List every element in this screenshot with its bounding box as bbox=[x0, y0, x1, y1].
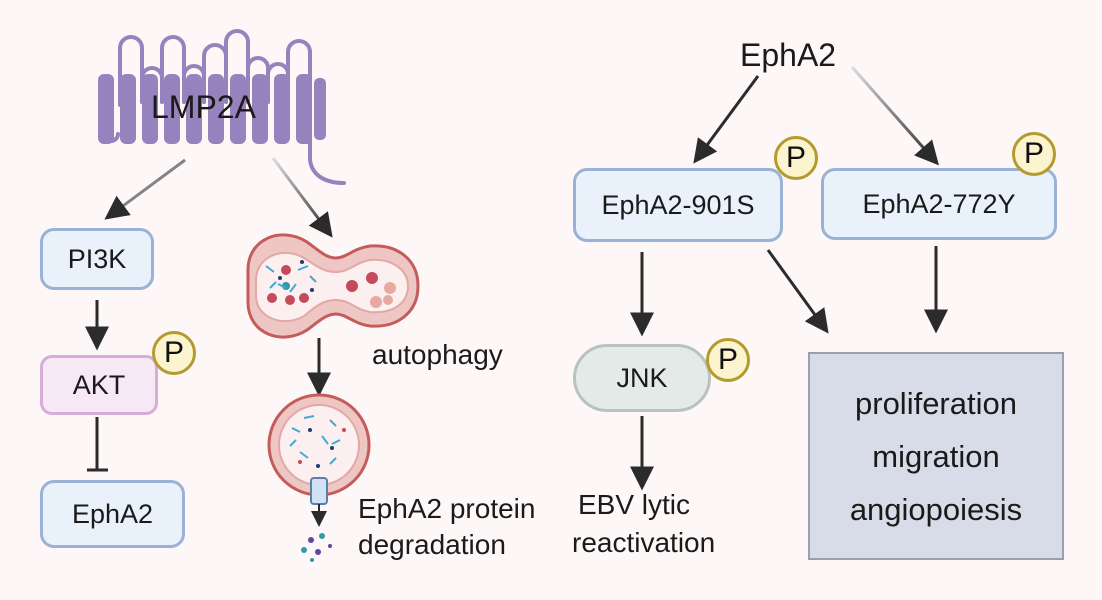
arrow-epha2-to-901s bbox=[693, 75, 760, 164]
autophagy-label: autophagy bbox=[372, 339, 503, 370]
lmp2a-helices bbox=[98, 74, 326, 144]
lmp2a-membrane-protein-icon bbox=[102, 29, 346, 185]
epha2-772y-phospho-badge: P bbox=[1012, 132, 1056, 176]
epha2-901s-phospho-badge: P bbox=[774, 136, 818, 180]
arrow-epha2-to-772y bbox=[850, 66, 939, 166]
epha2-left-node: EphA2 bbox=[40, 480, 185, 548]
ebv-line2: reactivation bbox=[572, 527, 716, 558]
epha2-901s-node: EphA2-901S bbox=[573, 168, 783, 242]
akt-label: AKT bbox=[72, 369, 126, 400]
outcome-box: proliferation migration angiopoiesis bbox=[808, 352, 1064, 560]
arrow-lmp2a-to-pi3k bbox=[104, 158, 186, 220]
jnk-node: JNK bbox=[573, 344, 711, 412]
pi3k-label: PI3K bbox=[67, 243, 127, 274]
akt-node: AKT bbox=[40, 355, 158, 415]
epha2-772y-node: EphA2-772Y bbox=[821, 168, 1057, 240]
outcome-angiopoiesis: angiopoiesis bbox=[849, 491, 1023, 527]
epha2-772y-label: EphA2-772Y bbox=[862, 188, 1016, 219]
degradation-line1: EphA2 protein bbox=[358, 493, 536, 524]
degradation-line2: degradation bbox=[358, 529, 506, 560]
arrow-901s-to-outcome bbox=[766, 249, 829, 334]
epha2-top-label: EphA2 bbox=[740, 37, 837, 73]
arrows bbox=[85, 66, 948, 491]
epha2-left-label: EphA2 bbox=[71, 498, 154, 529]
lysosome-icon bbox=[267, 393, 371, 562]
epha2-901s-label: EphA2-901S bbox=[601, 189, 755, 220]
ebv-line1: EBV lytic bbox=[578, 489, 691, 520]
akt-phospho-badge: P bbox=[152, 331, 196, 375]
pi3k-node: PI3K bbox=[40, 228, 154, 290]
arrow-lmp2a-to-autophagy bbox=[271, 157, 333, 238]
autophagosome-icon bbox=[246, 233, 420, 339]
jnk-label: JNK bbox=[616, 362, 668, 393]
outcome-migration: migration bbox=[872, 438, 1000, 474]
outcome-proliferation: proliferation bbox=[855, 385, 1017, 421]
lmp2a-label: LMP2A bbox=[151, 89, 256, 125]
jnk-phospho-badge: P bbox=[706, 338, 750, 382]
